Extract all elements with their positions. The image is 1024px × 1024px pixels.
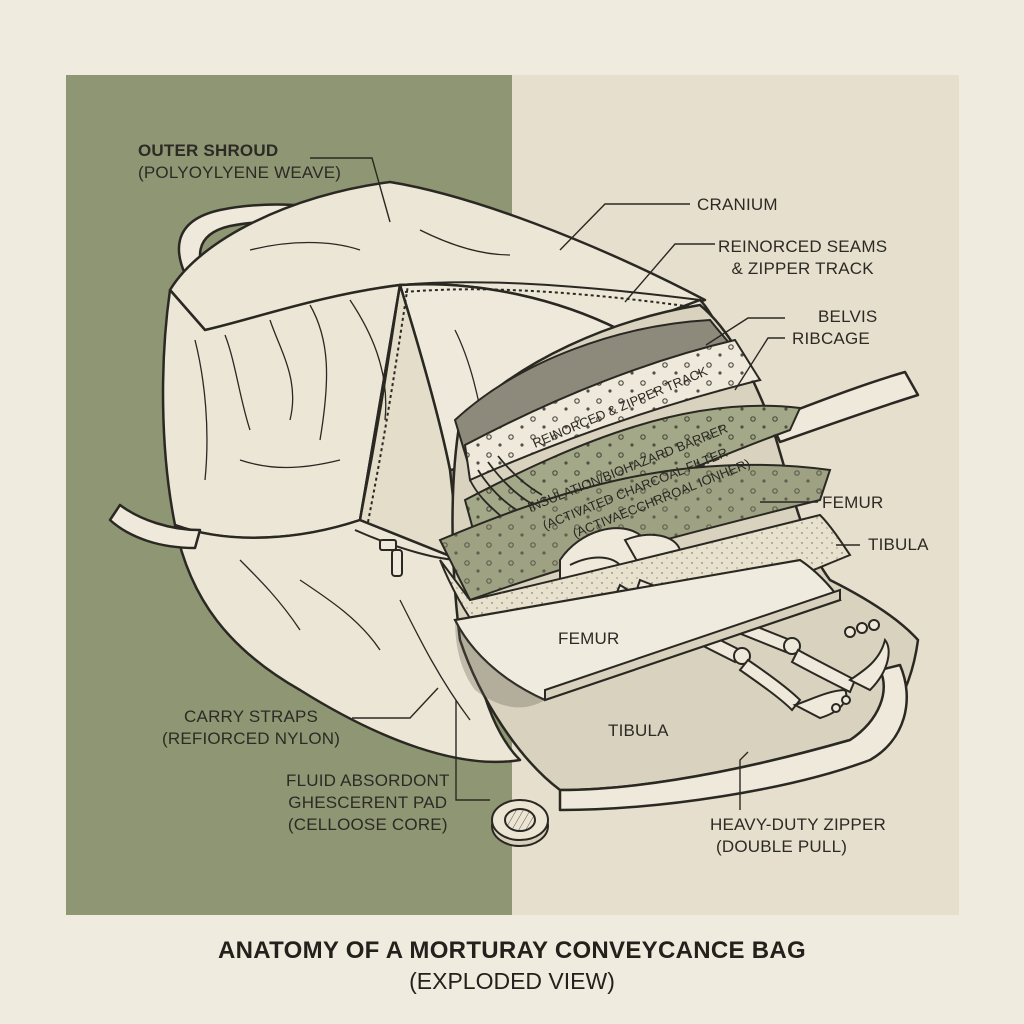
label-zipper: HEAVY-DUTY ZIPPER (DOUBLE PULL) [710, 814, 886, 858]
label-outer-shroud-sub: (POLYOYLYENE WEAVE) [138, 163, 342, 182]
label-ribcage: RIBCAGE [792, 329, 870, 348]
label-outer-shroud: OUTER SHROUD (POLYOYLYENE WEAVE) [138, 140, 341, 184]
leader-lines [310, 157, 860, 810]
label-femur-right: FEMUR [822, 493, 884, 512]
layer-reinforced-pad [453, 318, 762, 482]
label-carry-straps: CARRY STRAPS (REFIORCED NYLON) [162, 706, 340, 750]
label-seams-line1: REINORCED SEAMS [718, 237, 888, 256]
layer-base-board [453, 558, 842, 708]
pad-disc-icon [491, 799, 549, 847]
label-tibula-right: TIBULA [868, 535, 929, 554]
label-tibula-center: TIBULA [608, 721, 669, 740]
label-belvis: BELVIS [818, 307, 878, 326]
label-zipper-line2: (DOUBLE PULL) [716, 837, 848, 856]
right-carry-strap [768, 370, 920, 444]
label-cranium: CRANIUM [697, 195, 778, 214]
label-fluid-pad-line1: FLUID ABSORDONT [286, 771, 450, 790]
diagram-subtitle: (EXPLODED VIEW) [409, 968, 615, 994]
diagram-title: ANATOMY OF A MORTURAY CONVEYCANCE BAG [217, 937, 807, 964]
label-carry-straps-line1: CARRY STRAPS [184, 707, 319, 726]
label-seams-line2: & ZIPPER TRACK [731, 259, 874, 278]
label-fluid-pad-line2: GHESCERENT PAD [288, 793, 448, 812]
label-carry-straps-line2: (REFIORCED NYLON) [162, 729, 341, 748]
diagram-caption: ANATOMY OF A MORTURAY CONVEYCANCE BAG (E… [0, 936, 1024, 996]
label-fluid-pad: FLUID ABSORDONT GHESCERENT PAD (CELLOOSE… [286, 770, 450, 836]
label-seams: REINORCED SEAMS & ZIPPER TRACK [718, 236, 887, 280]
label-zipper-line1: HEAVY-DUTY ZIPPER [710, 815, 886, 834]
bottom-carry-strap [108, 503, 908, 812]
zipper-pull-icon [379, 539, 403, 577]
label-outer-shroud-title: OUTER SHROUD [138, 141, 279, 160]
zipper-track [354, 281, 701, 561]
label-femur-center: FEMUR [558, 629, 620, 648]
label-fluid-pad-line3: (CELLOOSE CORE) [287, 815, 448, 834]
